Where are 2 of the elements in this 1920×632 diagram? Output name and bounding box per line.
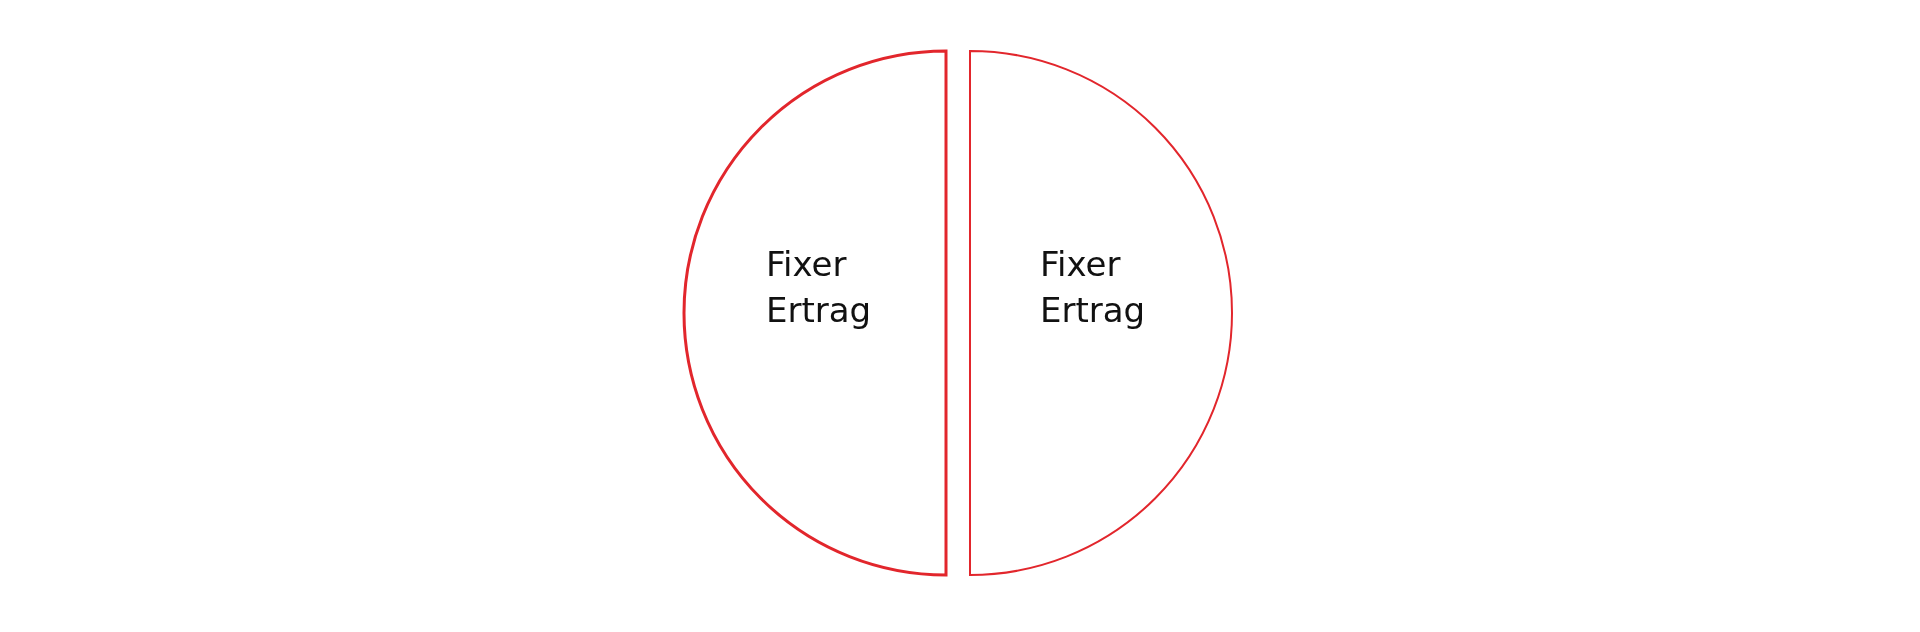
segment-label: Fixer Ertrag (766, 243, 873, 332)
segment-label: Fixer Ertrag (1040, 243, 1147, 332)
